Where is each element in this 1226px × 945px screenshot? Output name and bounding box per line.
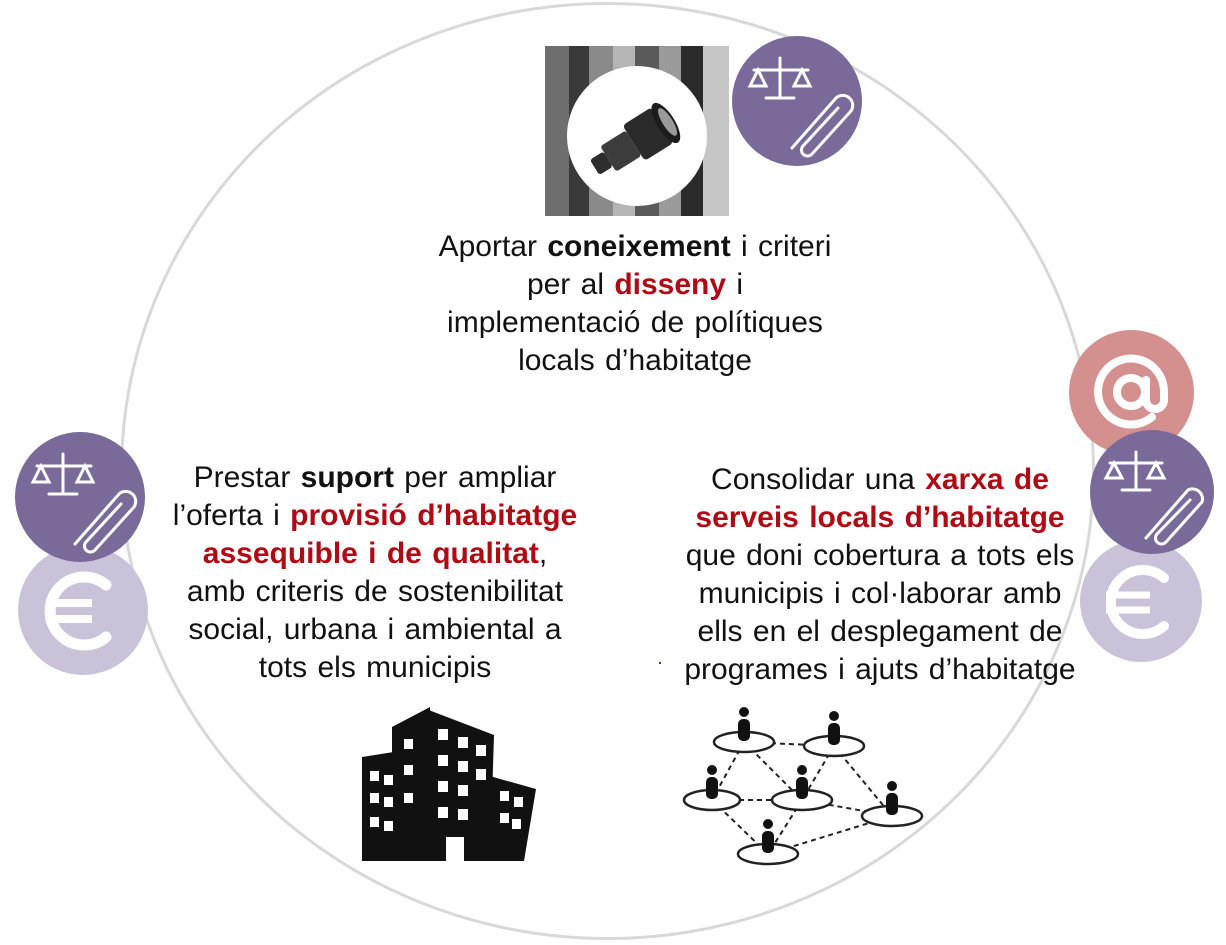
text-line: serveis locals d’habitatge xyxy=(655,499,1105,537)
text-line: municipis i col·laborar amb xyxy=(698,577,1062,610)
text-line: per al disseny i xyxy=(395,266,875,304)
telescope-icon xyxy=(545,46,729,216)
text-run: per al xyxy=(526,268,615,301)
scale-paperclip-icon xyxy=(15,432,145,562)
keyword-support: suport xyxy=(300,461,394,494)
text-line: Consolidar una xarxa de xyxy=(655,461,1105,499)
text-line: Aportar coneixement i criteri xyxy=(395,228,875,266)
keyword-knowledge: coneixement xyxy=(547,230,731,263)
keyword-affordable-quality: assequible i de qualitat xyxy=(202,537,539,570)
text-line: locals d’habitatge xyxy=(518,344,752,377)
text-line: assequible i de qualitat, xyxy=(140,535,610,573)
stray-dot xyxy=(659,662,661,664)
people-network-icon xyxy=(682,700,932,870)
text-line: implementació de polítiques xyxy=(447,306,823,339)
buildings-icon xyxy=(360,705,540,865)
text-run: Consolidar una xyxy=(711,463,926,496)
text-block-knowledge: Aportar coneixement i criteri per al dis… xyxy=(395,228,875,380)
text-run: i criteri xyxy=(730,230,832,263)
text-run: per ampliar xyxy=(393,461,557,494)
scale-paperclip-icon xyxy=(1090,430,1214,554)
text-run: Aportar xyxy=(438,230,548,263)
euro-icon xyxy=(18,545,148,675)
text-block-support: Prestar suport per ampliar l’oferta i pr… xyxy=(140,459,610,687)
text-line: que doni cobertura a tots els xyxy=(685,539,1075,572)
keyword-network: xarxa de xyxy=(925,463,1049,496)
text-run: i xyxy=(726,268,744,301)
text-line: amb criteris de sostenibilitat xyxy=(186,575,564,608)
text-run: l’oferta i xyxy=(172,499,291,532)
euro-icon xyxy=(1080,540,1202,662)
text-line: tots els municipis xyxy=(258,651,492,684)
text-line: l’oferta i provisió d’habitatge xyxy=(140,497,610,535)
text-block-network: Consolidar una xarxa de serveis locals d… xyxy=(655,461,1105,689)
text-line: social, urbana i ambiental a xyxy=(188,613,562,646)
text-run: , xyxy=(538,537,548,570)
text-line: programes i ajuts d’habitatge xyxy=(684,653,1076,686)
text-line: ells en el desplegament de xyxy=(697,615,1063,648)
text-run: Prestar xyxy=(193,461,301,494)
keyword-housing-provision: provisió d’habitatge xyxy=(290,499,578,532)
keyword-design: disseny xyxy=(614,268,727,301)
scale-paperclip-icon xyxy=(732,36,862,166)
keyword-local-services: serveis locals d’habitatge xyxy=(695,501,1065,534)
text-line: Prestar suport per ampliar xyxy=(140,459,610,497)
